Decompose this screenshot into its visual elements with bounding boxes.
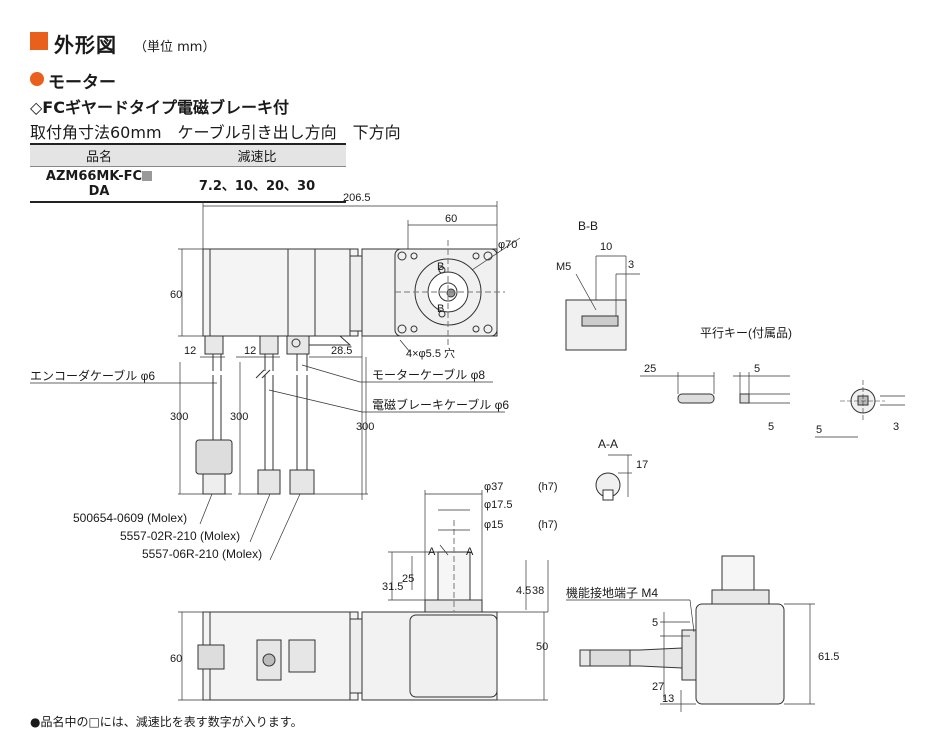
dim-60-lower: 60 [170,653,182,665]
dim-31-5: 31.5 [382,581,403,593]
label-m5: M5 [556,261,571,273]
label-encoder-cable: エンコーダケーブル φ6 [30,368,155,383]
model-cell: AZM66MK-FCDA [30,166,168,203]
label-ground-terminal: 機能接地端子 M4 [566,585,658,600]
dim-10: 10 [600,241,612,253]
header-model: 品名 [30,143,168,167]
dim-60-top: 60 [445,213,457,225]
dim-phi17-5: φ17.5 [484,499,513,511]
dim-300-c: 300 [356,421,374,433]
label-b-b: B-B [578,219,598,233]
dim-phi37: φ37 [484,481,503,493]
dim-phi15-tol: (h7) [538,519,558,531]
dim-13: 13 [662,693,674,705]
section-marker [30,72,44,86]
label-connector-3: 5557-06R-210 (Molex) [142,547,262,561]
product-type: ◇FCギヤードタイプ電磁ブレーキ付 [30,98,289,117]
dim-25: 25 [644,363,656,375]
section-title: モーター [48,73,116,93]
dim-3-c: 3 [893,421,899,433]
dim-12-b: 12 [244,345,256,357]
dim-17: 17 [636,459,648,471]
dim-38: 38 [532,585,544,597]
label-a-left: A [428,546,436,558]
label-connector-2: 5557-02R-210 (Molex) [120,529,240,543]
label-connector-1: 500654-0609 (Molex) [73,511,187,525]
dim-holes: 4×φ5.5 穴 [406,346,455,360]
dim-300-a: 300 [170,411,188,423]
dim-3: 3 [628,259,634,271]
header-ratio: 減速比 [168,143,346,167]
title-marker [30,32,48,50]
page-title: 外形図 [54,33,117,57]
model-suffix: DA [88,184,110,199]
motor-end-view [566,555,815,712]
parallel-key [640,372,905,438]
dim-5-c: 5 [816,424,822,436]
dim-50: 50 [536,641,548,653]
dim-5-ground: 5 [652,617,658,629]
label-brake-cable: 電磁ブレーキケーブル φ6 [372,397,509,412]
dim-300-b: 300 [230,411,248,423]
label-b-upper: B [437,261,444,273]
unit-label: （単位 mm） [134,40,216,55]
ratio-placeholder-box [142,171,153,181]
label-a-right: A [466,546,474,558]
dim-phi15: φ15 [484,519,503,531]
motor-body [202,248,359,337]
dim-27: 27 [652,681,664,693]
dim-61-5: 61.5 [818,651,839,663]
dim-phi70: φ70 [498,239,517,251]
encoder-connector [195,439,233,475]
dim-206-5: 206.5 [343,192,371,204]
label-a-a: A-A [598,437,618,451]
dim-60-left: 60 [170,289,182,301]
dim-5-a: 5 [754,363,760,375]
spec-table: 品名 減速比 AZM66MK-FCDA 7.2、10、20、30 [30,143,346,203]
label-motor-cable: モーターケーブル φ8 [372,367,485,382]
label-b-lower: B [437,303,444,315]
ratio-cell: 7.2、10、20、30 [168,166,346,203]
dim-12-a: 12 [184,345,196,357]
dim-25-v: 25 [402,573,414,585]
label-parallel-key: 平行キー(付属品) [700,326,792,340]
footnote: ●品名中の□には、減速比を表す数字が入ります。 [30,715,303,729]
dim-phi37-tol: (h7) [538,481,558,493]
dim-4-5: 4.5 [516,585,531,597]
model-name: AZM66MK-FC [45,169,143,184]
dim-5-b: 5 [768,421,774,433]
dim-28-5: 28.5 [331,345,352,357]
section-b-b [565,255,640,351]
motor-top-view [30,201,521,561]
section-a-a [595,454,632,501]
mounting-spec: 取付角寸法60mm ケーブル引き出し方向 下方向 [30,123,401,142]
motor-side-view [178,490,549,701]
